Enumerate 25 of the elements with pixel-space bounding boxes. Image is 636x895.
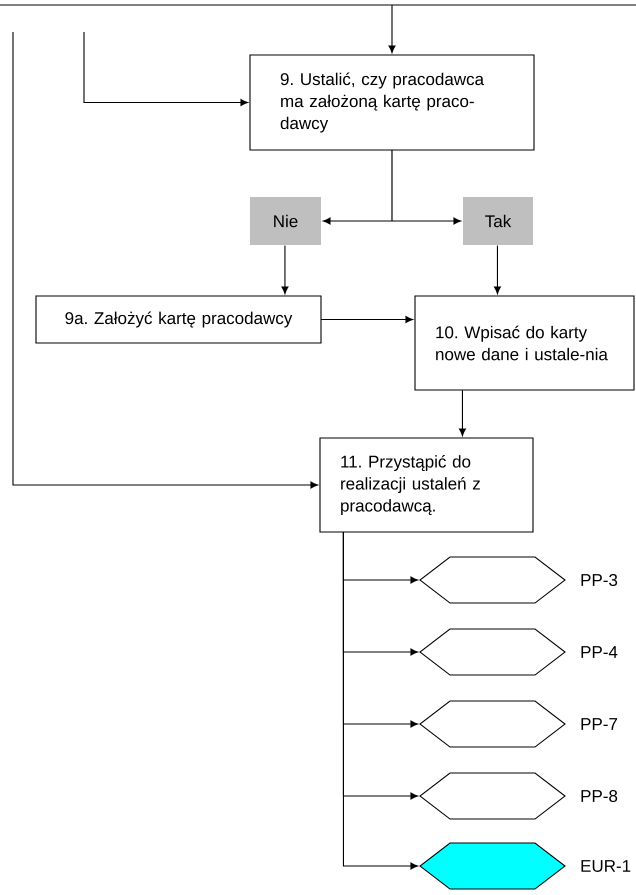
process-box: 9. Ustalić, czy pracodawca ma założoną kartę praco-dawcy	[249, 54, 535, 151]
process-box: 11. Przystąpić do realizacji ustaleń z pracodawcą.	[319, 437, 534, 533]
answer-box: Nie	[250, 197, 321, 245]
arrow	[342, 532, 418, 870]
process-box: 10. Wpisać do karty nowe dane i ustale-nia	[414, 295, 635, 391]
process-box: 9a. Założyć kartę pracodawcy	[35, 295, 322, 344]
hexagon	[419, 628, 566, 676]
arrow	[281, 246, 288, 294]
hexagon	[419, 556, 566, 604]
arrow	[83, 32, 248, 106]
arrow	[12, 32, 318, 488]
arrow	[388, 5, 396, 54]
hexagon-label: EUR-1	[582, 860, 630, 872]
hexagon-label: PP-7	[582, 718, 618, 730]
arrow	[322, 316, 414, 323]
arrow	[494, 246, 501, 294]
answer-box: Tak	[463, 197, 533, 245]
arrow	[458, 390, 466, 436]
arrow	[391, 150, 462, 225]
hexagon	[419, 700, 566, 748]
hexagon-label: PP-4	[582, 646, 618, 658]
hexagon	[419, 772, 566, 820]
hexagon-label: PP-3	[582, 574, 618, 586]
hexagon	[419, 842, 566, 890]
hexagon-label: PP-8	[582, 790, 618, 802]
